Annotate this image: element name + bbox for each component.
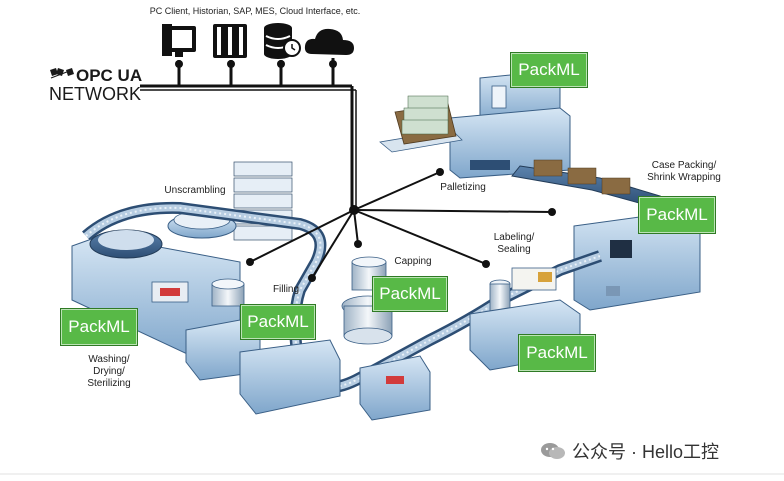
station-label-washing: Washing/ Drying/ Sterilizing [87, 354, 131, 389]
opc-ua-brand: OPC UA [76, 66, 143, 85]
station-label-unscrambling: Unscrambling [164, 185, 226, 196]
station-label-palletizing: Palletizing [440, 182, 486, 193]
spoke-nodes [246, 168, 556, 282]
filling-machine [211, 278, 341, 415]
packml-badge-capping: PackML [372, 276, 448, 312]
case-packer-conveyor [511, 159, 701, 311]
network-spokes [249, 171, 553, 279]
watermark-text: 公众号 · Hello工控 [572, 442, 720, 462]
station-label-labeling: Labeling/ Sealing [493, 232, 535, 255]
opc-ua-logo [50, 68, 74, 79]
packml-badge-filling: PackML [240, 304, 316, 340]
pc-client-icon [162, 24, 196, 57]
unscrambler-machine [167, 161, 293, 241]
server-rack-icon [213, 24, 247, 58]
station-label-capping: Capping [394, 256, 432, 267]
station-label-filling: Filling [272, 284, 300, 295]
watermark: 公众号 · Hello工控 [540, 440, 719, 462]
packml-badge-labeling: PackML [518, 334, 596, 372]
opc-ua-network-label: NETWORK [49, 84, 141, 104]
packml-badge-palletizing: PackML [510, 52, 588, 88]
cloud-icon [304, 28, 354, 55]
station-label-case-packing: Case Packing/ Shrink Wrapping [647, 160, 721, 183]
packml-badge-washing: PackML [60, 308, 138, 346]
palletizer-machine [379, 71, 571, 179]
bus-nodes [175, 60, 337, 68]
packml-badge-case-packing: PackML [638, 196, 716, 234]
wechat-icon [541, 443, 565, 459]
systems-caption: PC Client, Historian, SAP, MES, Cloud In… [149, 6, 361, 16]
database-clock-icon [264, 23, 301, 59]
capping-machine [341, 256, 431, 421]
